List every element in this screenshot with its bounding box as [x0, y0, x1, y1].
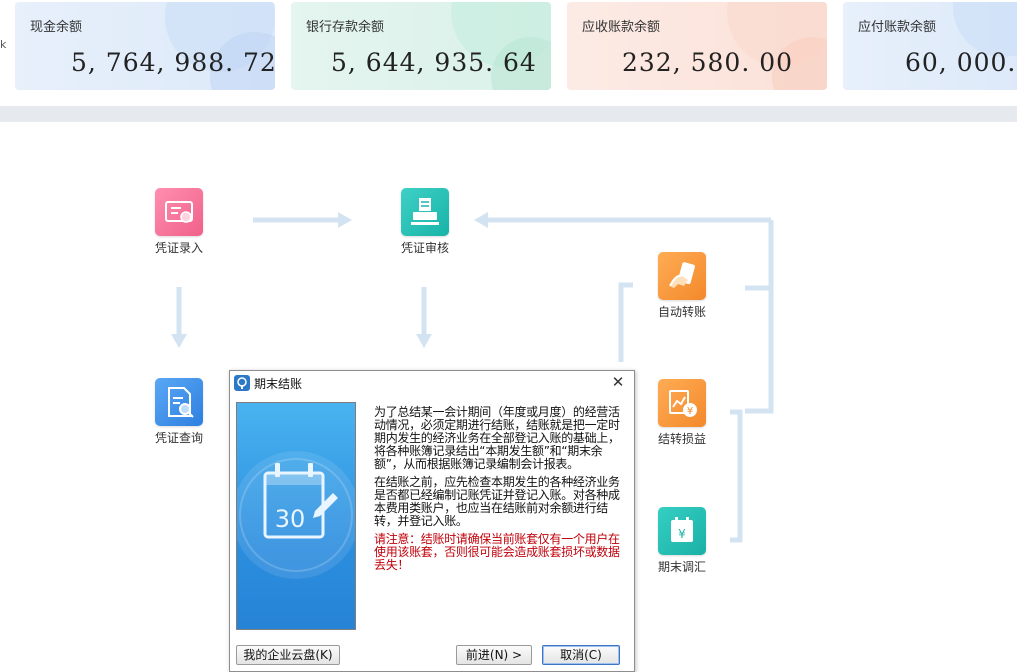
cash-balance-card[interactable]: 现金余额 5, 764, 988. 72: [15, 2, 275, 90]
node-label: 凭证录入: [154, 241, 203, 255]
card-value: 5, 764, 988. 72: [71, 48, 275, 77]
card-value: 232, 580. 00: [622, 48, 794, 77]
card-label: 现金余额: [30, 20, 83, 35]
svg-text:¥: ¥: [678, 527, 686, 541]
card-label: 银行存款余额: [306, 20, 385, 35]
dialog-titlebar[interactable]: 期末结账 ✕: [230, 371, 634, 395]
flow-node-voucher-review[interactable]: 凭证审核: [385, 188, 465, 256]
node-label: 结转损益: [657, 432, 706, 446]
flow-connectors: [171, 212, 774, 543]
calendar-yen-icon: ¥: [658, 507, 706, 555]
svg-text:30: 30: [275, 505, 306, 533]
flow-node-voucher-entry[interactable]: 凭证录入: [139, 188, 219, 256]
node-label: 凭证查询: [154, 431, 203, 445]
flow-node-voucher-query[interactable]: 凭证查询: [139, 378, 219, 446]
chart-yen-icon: ¥: [658, 379, 706, 427]
node-label: 自动转账: [657, 305, 706, 319]
receivable-balance-card[interactable]: 应收账款余额 232, 580. 00: [567, 2, 827, 90]
section-divider: [0, 106, 1017, 122]
dialog-banner: 30: [236, 402, 356, 630]
dialog-warning: 请注意：结账时请确保当前账套仅有一个用户在使用该账套，否则很可能会造成账套损坏或…: [374, 532, 620, 572]
hand-card-icon: [658, 252, 706, 300]
dialog-paragraph: 为了总结某一会计期间（年度或月度）的经营活动情况，必须定期进行结账，结账就是把一…: [374, 405, 620, 471]
node-label: 凭证审核: [400, 241, 449, 255]
printer-stamp-icon: [401, 188, 449, 236]
enterprise-cloud-button[interactable]: 我的企业云盘(K): [236, 645, 340, 665]
certificate-card-icon: [155, 188, 203, 236]
dialog-footer: 我的企业云盘(K) 前进(N) > 取消(C): [230, 639, 634, 671]
period-end-close-dialog: 期末结账 ✕ 30 为了总结某一会计期间（年度或月度）的经营活动情况，必须定期进…: [229, 370, 635, 672]
payable-balance-card[interactable]: 应付账款余额 60, 000.: [843, 2, 1017, 90]
flow-node-period-adjust[interactable]: ¥ 期末调汇: [642, 507, 722, 575]
flow-node-carry-profit[interactable]: ¥ 结转损益: [642, 379, 722, 447]
card-value: 5, 644, 935. 64: [331, 48, 537, 77]
card-value: 60, 000.: [905, 48, 1017, 77]
node-label: 期末调汇: [657, 560, 706, 574]
document-search-icon: [155, 378, 203, 426]
close-icon[interactable]: ✕: [611, 373, 625, 391]
dialog-paragraph: 在结账之前，应先检查本期发生的各种经济业务是否都已经编制记账凭证并登记入账。对各…: [374, 475, 620, 528]
flow-node-auto-transfer[interactable]: 自动转账: [642, 252, 722, 320]
card-label: 应付账款余额: [858, 20, 937, 35]
edge-mark: k: [0, 38, 7, 51]
app-logo-icon: [234, 375, 250, 391]
bank-balance-card[interactable]: 银行存款余额 5, 644, 935. 64: [291, 2, 551, 90]
svg-text:¥: ¥: [687, 406, 693, 417]
cancel-button[interactable]: 取消(C): [542, 645, 620, 665]
period-end-flow: 凭证录入 凭证审核 凭证查询: [0, 122, 1017, 672]
dialog-message: 为了总结某一会计期间（年度或月度）的经营活动情况，必须定期进行结账，结账就是把一…: [374, 406, 622, 577]
summary-cards: k 现金余额 5, 764, 988. 72 银行存款余额 5, 644, 93…: [0, 0, 1017, 106]
card-label: 应收账款余额: [582, 20, 661, 35]
dialog-title: 期末结账: [254, 377, 303, 391]
next-button[interactable]: 前进(N) >: [456, 645, 532, 665]
calendar-pencil-icon: 30: [237, 451, 355, 579]
